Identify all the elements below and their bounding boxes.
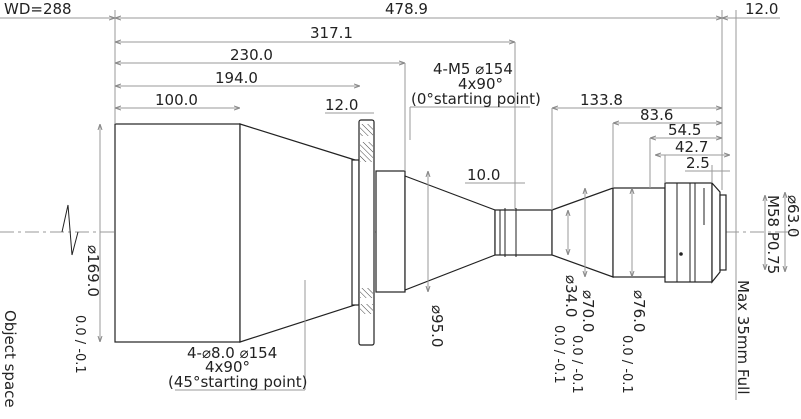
dim-194-label: 194.0: [215, 69, 258, 87]
dim-54-label: 54.5: [668, 121, 701, 139]
dim-83-label: 83.6: [640, 106, 673, 124]
m5-angle-label: 4x90°: [458, 75, 503, 93]
dia-169-tolerance: 0.0 / -0.1: [72, 315, 87, 374]
dia-34-label: ⌀34.0: [562, 275, 580, 317]
hole8-start-label: (45°starting point): [168, 373, 307, 391]
dim-317-label: 317.1: [310, 24, 353, 42]
sensor-format-label: Max 35mm Full: [734, 280, 752, 395]
total-length-label: 478.9: [385, 0, 428, 18]
dia-70-label: ⌀70.0: [579, 290, 597, 332]
dim-230-label: 230.0: [230, 46, 273, 64]
rotated-labels: Object space ⌀169.0 ⌀95.0 ⌀34.0 ⌀70.0 ⌀7…: [1, 195, 801, 408]
dia-95-label: ⌀95.0: [428, 305, 446, 347]
neck-width-label: 10.0: [467, 166, 500, 184]
m5-hole-label: 4-M5 ⌀154: [433, 60, 513, 78]
break-mark: [61, 204, 79, 256]
flange-width-label: 12.0: [325, 96, 358, 114]
dia-169-label: ⌀169.0: [84, 245, 102, 297]
dim-2-label: 2.5: [686, 154, 710, 172]
hole8-angle-label: 4x90°: [205, 358, 250, 376]
m5-start-label: (0°starting point): [411, 90, 541, 108]
dimension-lines: [0, 10, 785, 400]
wd-label: WD=288: [4, 0, 72, 18]
dim-133-label: 133.8: [580, 91, 623, 109]
dia-70-tolerance: 0.0 / -0.1: [569, 335, 584, 394]
back-length-label: 12.0: [745, 0, 778, 18]
dia-63-label: ⌀63.0: [784, 195, 801, 237]
hole8-label: 4-⌀8.0 ⌀154: [187, 344, 277, 362]
mount-thread-label: M58 P0.75: [764, 195, 782, 274]
dia-76-tolerance: 0.0 / -0.1: [619, 335, 634, 394]
dia-34-tolerance: 0.0 / -0.1: [551, 325, 566, 384]
dim-42-label: 42.7: [675, 138, 708, 156]
dia-76-label: ⌀76.0: [630, 290, 648, 332]
dim-100-label: 100.0: [155, 91, 198, 109]
object-space-label: Object space: [1, 310, 19, 408]
